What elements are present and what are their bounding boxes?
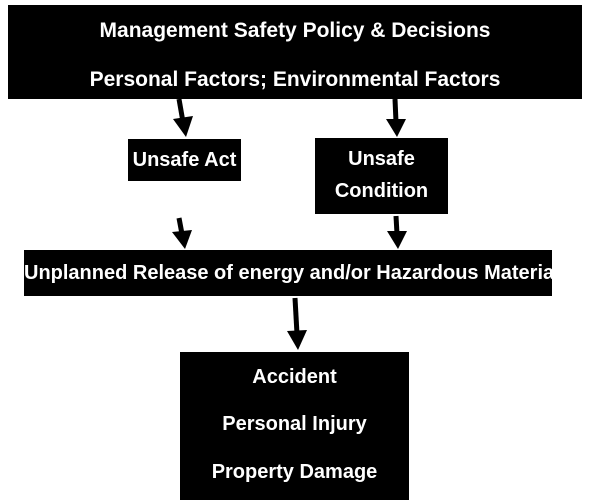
unplanned-release-box: Unplanned Release of energy and/or Hazar…: [24, 250, 560, 296]
personal-environmental-factors-label: Personal Factors; Environmental Factors: [89, 68, 501, 91]
unplanned-release-label: Unplanned Release of energy and/or Hazar…: [24, 262, 560, 284]
unsafe-condition-box: Unsafe Condition: [315, 138, 448, 214]
arrow-down-icon: [172, 217, 192, 249]
unsafe-condition-label-line1: Unsafe: [348, 148, 415, 170]
personal-injury-label: Personal Injury: [222, 413, 367, 435]
unsafe-condition-label-line2: Condition: [334, 180, 429, 202]
arrow-down-icon: [287, 297, 307, 350]
accident-outcome-box: Accident Personal Injury Property Damage: [180, 352, 409, 500]
arrow-down-icon: [387, 215, 407, 249]
property-damage-label: Property Damage: [211, 461, 378, 483]
management-policy-box: Management Safety Policy & Decisions Per…: [8, 5, 582, 99]
management-policy-label: Management Safety Policy & Decisions: [99, 19, 491, 42]
unsafe-act-box: Unsafe Act: [128, 139, 241, 181]
unsafe-act-label: Unsafe Act: [132, 149, 237, 171]
arrow-down-icon: [386, 98, 406, 137]
arrow-down-icon: [173, 98, 193, 137]
accident-label: Accident: [252, 366, 337, 388]
